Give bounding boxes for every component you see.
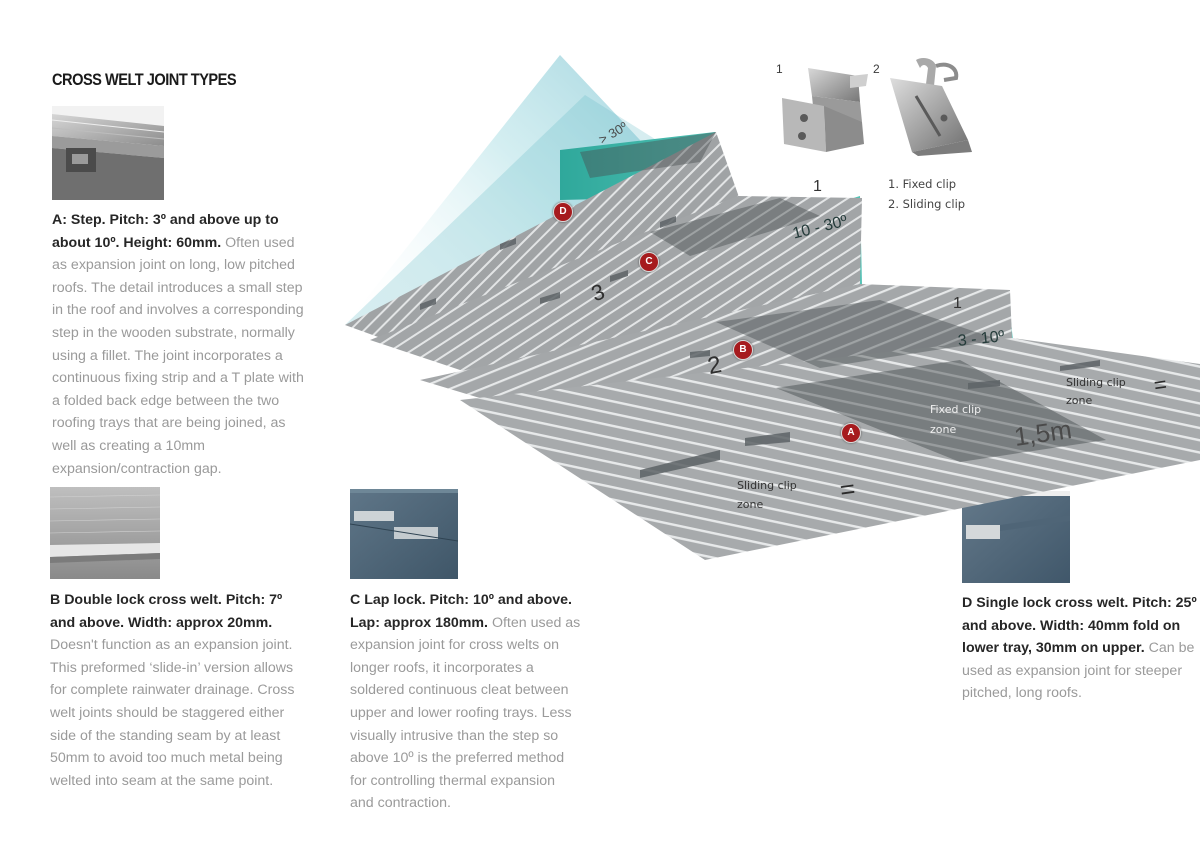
sliding-clip-zone-right-label: Sliding clip zone bbox=[1066, 376, 1126, 407]
lap-lock-photo bbox=[350, 489, 458, 579]
section-a-body: Often used as expansion joint on long, l… bbox=[52, 234, 304, 477]
section-c-heading: C Lap lock. Pitch: 10º and above. Lap: a… bbox=[350, 592, 572, 631]
section-a-heading: A: Step. Pitch: 3º and above up to about… bbox=[52, 212, 279, 251]
joint-badge-d: D bbox=[553, 202, 573, 222]
section-d-body: Can be used as expansion joint for steep… bbox=[962, 640, 1195, 702]
page-title: CROSS WELT JOINT TYPES bbox=[52, 70, 237, 89]
joint-badge-a: A bbox=[841, 423, 861, 443]
fixed-clip-zone-label: Fixed clip zone bbox=[930, 403, 982, 436]
joint-badge-b: B bbox=[733, 340, 753, 360]
sliding-clip-photo bbox=[882, 56, 978, 156]
double-lock-welt-photo bbox=[50, 487, 160, 579]
section-c-text: C Lap lock. Pitch: 10º and above. Lap: a… bbox=[350, 589, 582, 815]
step-joint-photo bbox=[52, 106, 164, 200]
joint-badge-c: C bbox=[639, 252, 659, 272]
section-d-heading: D Single lock cross welt. Pitch: 25º and… bbox=[962, 595, 1197, 657]
section-b-body: Doesn't function as an expansion joint. … bbox=[50, 637, 295, 789]
tray-number-mid: 1 bbox=[953, 295, 962, 312]
tray-number-top: 1 bbox=[813, 178, 822, 195]
clip-legend-sliding: 2. Sliding clip bbox=[888, 197, 966, 211]
sliding-clip-zone-left-label: Sliding clip zone bbox=[737, 479, 797, 511]
section-b-text: B Double lock cross welt. Pitch: 7º and … bbox=[50, 589, 298, 792]
clip-legend-fixed: 1. Fixed clip bbox=[888, 177, 957, 191]
single-lock-welt-photo bbox=[962, 491, 1070, 583]
clip-number-2: 2 bbox=[873, 62, 880, 76]
section-b-heading: B Double lock cross welt. Pitch: 7º and … bbox=[50, 592, 283, 631]
clip-number-1: 1 bbox=[776, 62, 783, 76]
section-d-text: D Single lock cross welt. Pitch: 25º and… bbox=[962, 592, 1200, 705]
section-c-body: Often used as expansion joint for cross … bbox=[350, 614, 581, 812]
section-a-text: A: Step. Pitch: 3º and above up to about… bbox=[52, 209, 304, 480]
clip-legend: 1. Fixed clip 2. Sliding clip bbox=[888, 174, 965, 214]
fixed-clip-photo bbox=[778, 56, 870, 156]
